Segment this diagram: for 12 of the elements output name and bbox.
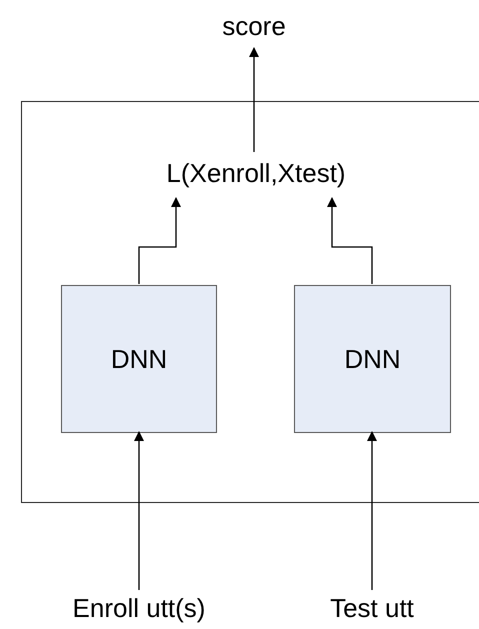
- arrow: [249, 47, 259, 152]
- frame-box: [21, 101, 479, 503]
- arrow: [367, 431, 377, 590]
- input-label: Test utt: [302, 590, 442, 626]
- arrow: [134, 431, 144, 590]
- arrow: [138, 197, 181, 284]
- input-label: Enroll utt(s): [54, 590, 224, 626]
- function-label: L(Xenroll,Xtest): [131, 153, 381, 193]
- network-box: DNN: [294, 285, 451, 433]
- network-box: DNN: [61, 285, 217, 433]
- arrow: [327, 197, 373, 284]
- output-label: score: [204, 8, 304, 44]
